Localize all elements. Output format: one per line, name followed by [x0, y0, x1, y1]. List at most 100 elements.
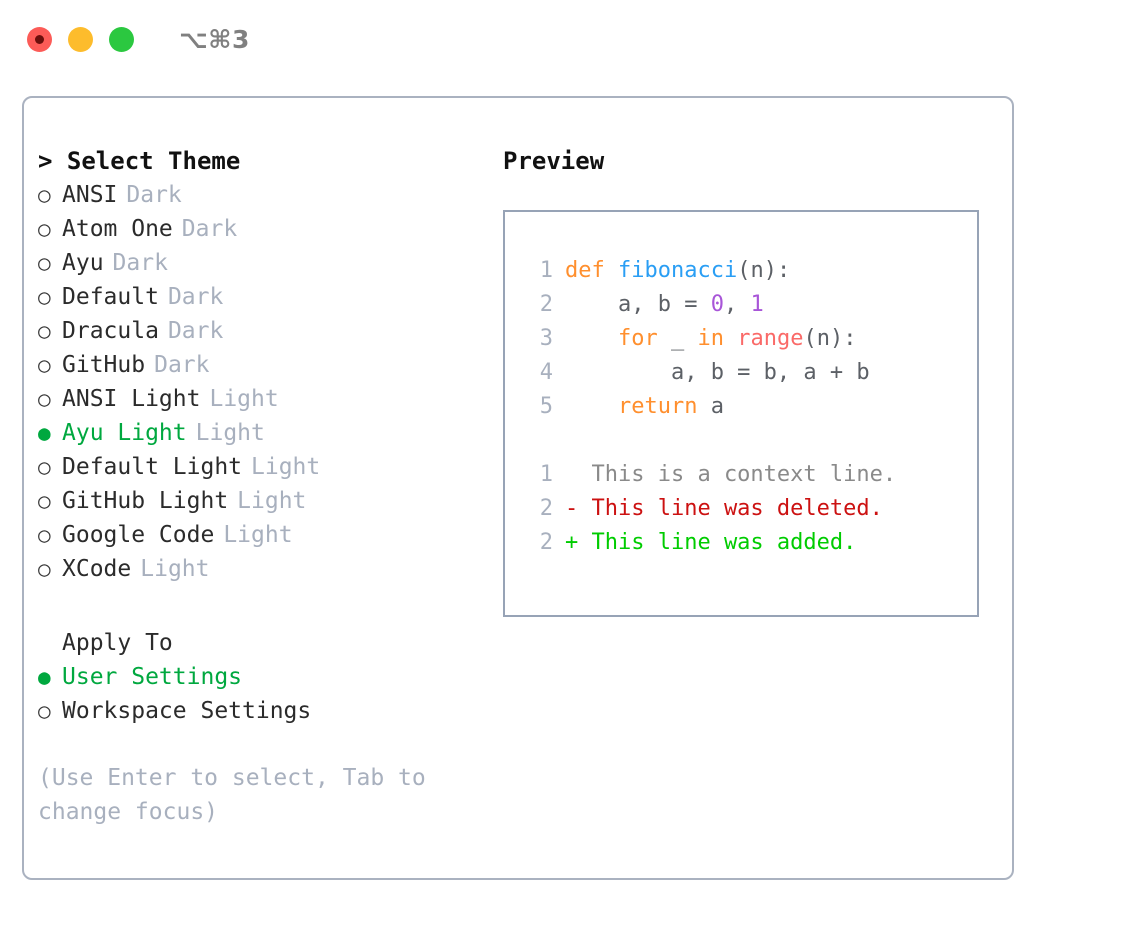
- theme-option-dracula[interactable]: ○ Dracula Dark: [38, 314, 492, 348]
- code-line-content: for _ in range(n):: [565, 322, 856, 356]
- diff-line-text: This is a context line.: [565, 462, 897, 487]
- radio-unselected-icon: ○: [38, 523, 51, 547]
- apply-to-list: ●User Settings ○ Workspace Settings: [38, 660, 492, 728]
- theme-variant-badge: Dark: [167, 318, 224, 344]
- code-token-pl: a, b = b, a + b: [565, 360, 870, 385]
- apply-to-option-workspace-settings[interactable]: ○ Workspace Settings: [38, 694, 492, 728]
- code-line: 1 def fibonacci(n):: [523, 254, 977, 288]
- code-token-bi: range: [737, 326, 804, 351]
- radio-unselected-icon: ○: [38, 285, 51, 309]
- theme-option-google-code[interactable]: ○ Google Code Light: [38, 518, 492, 552]
- diff-line-add: 2 + This line was added.: [523, 526, 977, 560]
- title-bar: ⌥⌘3: [0, 0, 1140, 78]
- theme-option-ayu[interactable]: ○ Ayu Dark: [38, 246, 492, 280]
- diff-line-text: - This line was deleted.: [565, 496, 883, 521]
- theme-option-label: GitHub: [62, 352, 146, 378]
- code-token-kw: return: [617, 394, 698, 419]
- diff-line-ctx: 1 This is a context line.: [523, 458, 977, 492]
- theme-option-label: XCode: [62, 556, 132, 582]
- code-token-fn: fibonacci: [617, 258, 738, 283]
- code-token-kw: def: [565, 258, 618, 283]
- theme-option-label: Ayu Light: [62, 420, 187, 446]
- theme-option-label: Dracula: [62, 318, 159, 344]
- radio-unselected-icon: ○: [38, 183, 51, 207]
- code-token-pl: _: [657, 326, 698, 351]
- code-token-pl: (n):: [803, 326, 857, 351]
- radio-unselected-icon: ○: [38, 251, 51, 275]
- radio-unselected-icon: ○: [38, 557, 51, 581]
- theme-variant-badge: Light: [223, 522, 293, 548]
- line-number: 1: [539, 258, 553, 283]
- code-token-pl: a, b =: [565, 292, 711, 317]
- code-line-content: def fibonacci(n):: [565, 254, 790, 288]
- code-token-pl: ,: [723, 292, 751, 317]
- code-token-pl: a: [697, 394, 724, 419]
- maximize-window-button[interactable]: [109, 26, 134, 52]
- line-number: 2: [539, 530, 553, 555]
- line-number: 2: [539, 496, 553, 521]
- radio-unselected-icon: ○: [38, 319, 51, 343]
- apply-to-option-user-settings[interactable]: ●User Settings: [38, 660, 492, 694]
- close-window-button[interactable]: [27, 26, 52, 52]
- select-theme-header: > Select Theme: [38, 147, 241, 175]
- theme-variant-badge: Light: [237, 488, 307, 514]
- code-line-content: a, b = 0, 1: [565, 288, 764, 322]
- theme-option-label: Google Code: [62, 522, 215, 548]
- apply-to-option-label: Workspace Settings: [62, 698, 312, 724]
- code-token-kw: for: [617, 326, 658, 351]
- theme-variant-badge: Dark: [154, 352, 210, 378]
- theme-variant-badge: Dark: [167, 284, 224, 310]
- theme-option-default[interactable]: ○ Default Dark: [38, 280, 492, 314]
- radio-unselected-icon: ○: [38, 699, 51, 723]
- line-number: 1: [539, 462, 553, 487]
- theme-option-label: Default: [62, 284, 159, 310]
- code-line: 2 a, b = 0, 1: [523, 288, 977, 322]
- radio-unselected-icon: ○: [38, 489, 51, 513]
- theme-variant-badge: Light: [251, 454, 321, 480]
- diff-line-del: 2 - This line was deleted.: [523, 492, 977, 526]
- radio-unselected-icon: ○: [38, 387, 51, 411]
- theme-variant-badge: Dark: [112, 250, 168, 276]
- line-number: 2: [539, 292, 553, 317]
- code-line: 4 a, b = b, a + b: [523, 356, 977, 390]
- theme-variant-badge: Light: [140, 556, 210, 582]
- radio-selected-icon: ●: [38, 665, 51, 689]
- code-token-pl: [724, 326, 737, 351]
- theme-option-xcode[interactable]: ○ XCode Light: [38, 552, 492, 586]
- radio-selected-icon: ●: [38, 421, 51, 445]
- code-token-num: 1: [750, 292, 764, 317]
- minimize-window-button[interactable]: [68, 26, 93, 52]
- line-number: 3: [539, 326, 553, 351]
- code-line-content: a, b = b, a + b: [565, 356, 870, 390]
- code-line: 3 for _ in range(n):: [523, 322, 977, 356]
- apply-to-header: Apply To: [62, 630, 173, 656]
- theme-option-label: Ayu: [62, 250, 104, 276]
- code-token-pl: (n):: [737, 258, 791, 283]
- line-number: 4: [539, 360, 553, 385]
- radio-unselected-icon: ○: [38, 455, 51, 479]
- code-token-pl: [565, 394, 618, 419]
- diff-sample: 1 This is a context line. 2 - This line wa…: [523, 458, 977, 560]
- theme-variant-badge: Dark: [181, 216, 238, 242]
- preview-header: Preview: [503, 147, 605, 175]
- diff-line-text: + This line was added.: [565, 530, 857, 555]
- code-token-kw: in: [697, 326, 724, 351]
- theme-option-label: ANSI: [62, 182, 118, 208]
- code-line: 5 return a: [523, 390, 977, 424]
- theme-variant-badge: Light: [209, 386, 279, 412]
- line-number: 5: [539, 394, 553, 419]
- traffic-lights: [27, 26, 134, 52]
